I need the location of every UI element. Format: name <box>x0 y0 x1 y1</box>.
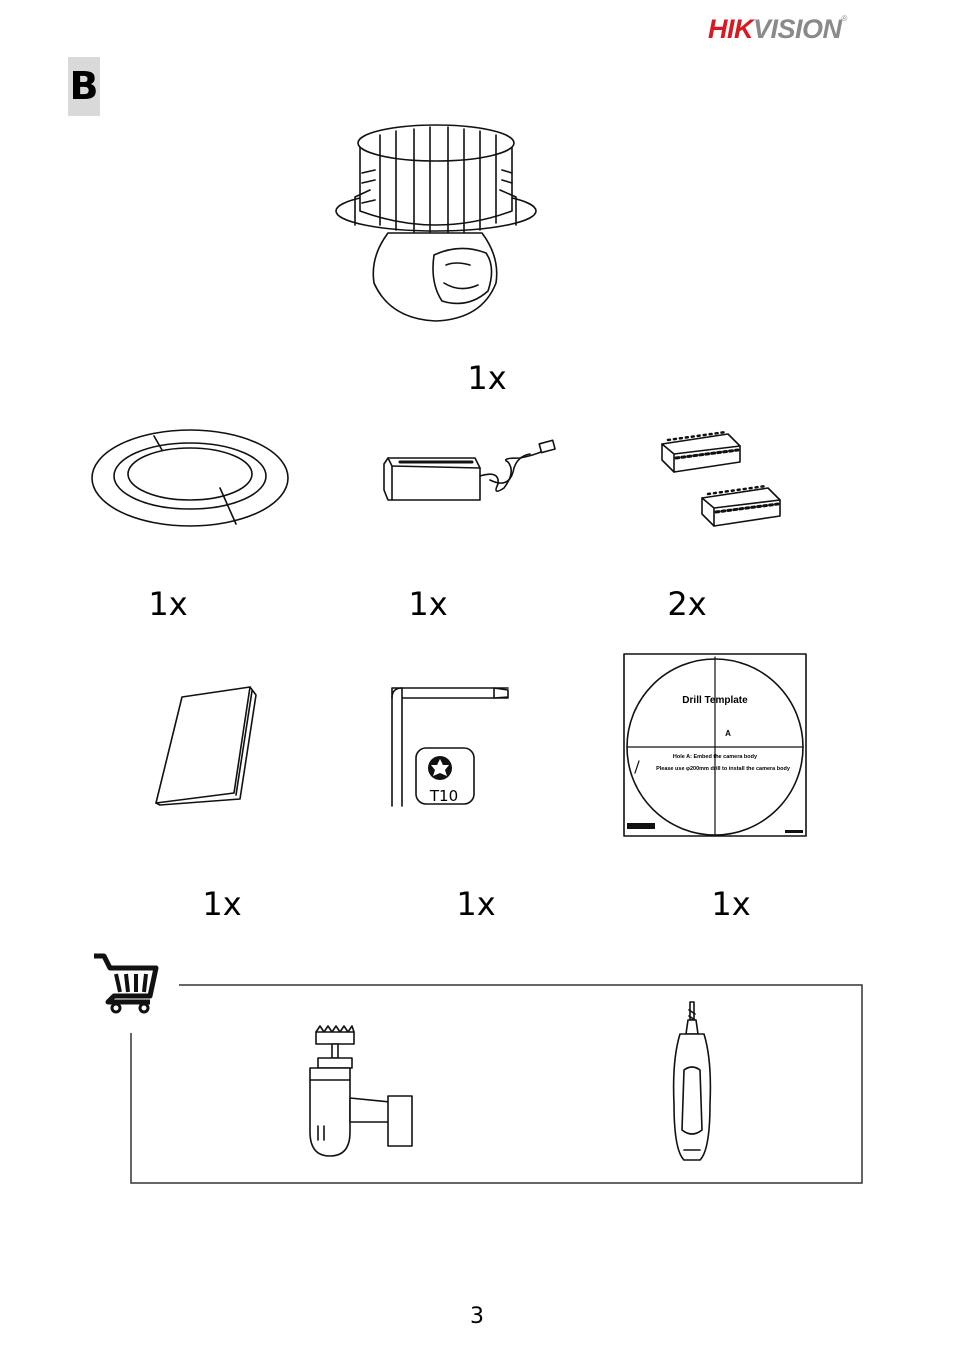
hole-saw-drill-icon <box>309 1025 413 1157</box>
shopping-cart-icon <box>94 953 159 1014</box>
template-line-2: Please use φ200mm drill to install the c… <box>656 766 790 772</box>
torx-size-label: T10 <box>429 787 459 805</box>
section-letter: B <box>68 57 100 116</box>
torx-wrench-icon <box>391 687 509 807</box>
screwdriver-icon <box>672 1001 712 1161</box>
template-hole-letter: A <box>725 729 731 738</box>
template-line-1: Hole A: Embed the camera body <box>672 754 758 760</box>
terminal-blocks-qty: 2x <box>667 585 707 623</box>
power-adapter-qty: 1x <box>408 585 448 623</box>
camera-qty: 1x <box>467 359 507 397</box>
template-title: Drill Template <box>682 695 748 706</box>
brand-logo: HIKVISION® <box>708 14 847 45</box>
drill-template-qty: 1x <box>711 885 751 923</box>
trim-ring-icon <box>91 429 289 527</box>
trim-ring-qty: 1x <box>148 585 188 623</box>
ptz-dome-camera-icon <box>335 124 537 322</box>
power-adapter-icon <box>383 439 556 501</box>
logo-red-text: HIK <box>708 14 754 44</box>
manual-booklet-icon <box>155 686 257 806</box>
page-number: 3 <box>470 1304 484 1329</box>
terminal-block-icon <box>661 430 781 527</box>
manual-qty: 1x <box>202 885 242 923</box>
drill-template-icon <box>623 653 807 837</box>
purchase-tools-frame <box>130 984 863 1184</box>
logo-grey-text: VISION <box>753 14 842 44</box>
logo-registered-mark: ® <box>841 14 848 23</box>
torx-wrench-qty: 1x <box>456 885 496 923</box>
